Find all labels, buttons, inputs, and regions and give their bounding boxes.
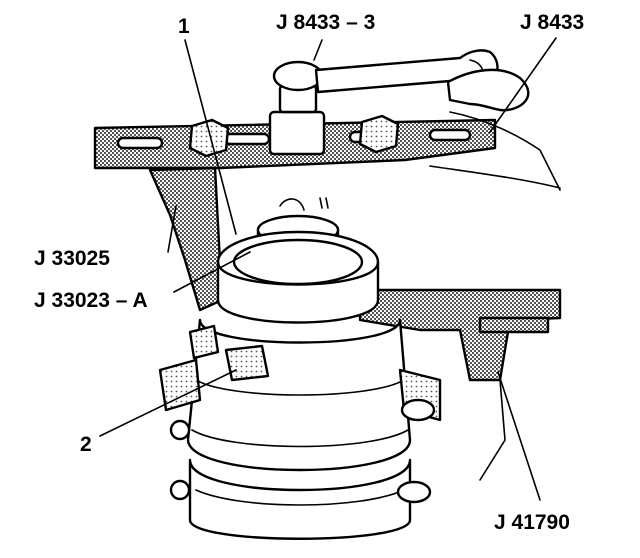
hex-nut-icon [358,114,400,154]
label-j8433: J 8433 [520,11,585,34]
label-j8433-3: J 8433 – 3 [276,11,376,34]
compressor-housing [158,230,442,540]
forcing-screw-j8433-3 [268,60,326,156]
hand-illustration [429,68,561,191]
label-j41790: J 41790 [494,511,570,534]
leader-lines [99,37,557,501]
callout-2: 2 [80,433,92,456]
hex-nut-icon [188,118,230,158]
callout-1: 1 [178,15,190,38]
label-j33023-a: J 33023 – A [34,289,148,312]
base-plate-j41790 [358,288,562,481]
label-j33025: J 33025 [34,247,110,270]
